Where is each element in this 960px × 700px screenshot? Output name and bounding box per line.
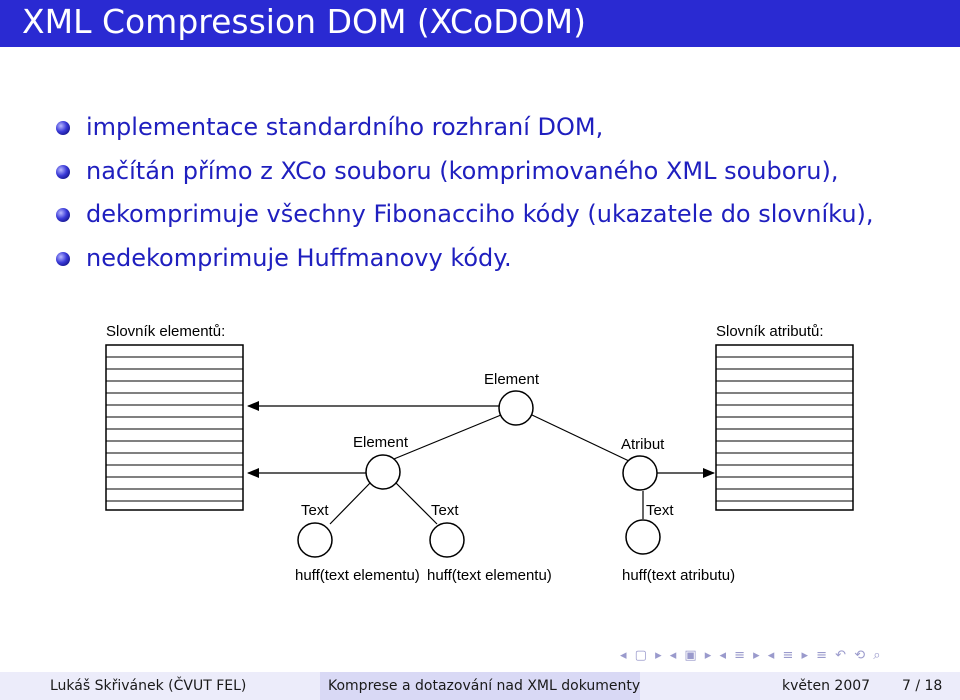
element-dictionary-table bbox=[105, 344, 244, 511]
bullet-item: dekomprimuje všechny Fibonacciho kódy (u… bbox=[56, 199, 874, 243]
footer-page-number: 7 / 18 bbox=[902, 678, 943, 694]
bullet-icon bbox=[56, 121, 70, 135]
text-node-label: Text bbox=[431, 502, 459, 519]
attribute-dictionary-table bbox=[715, 344, 854, 511]
text-node-label: Text bbox=[301, 502, 329, 519]
child-element-label: Element bbox=[353, 434, 409, 451]
bullet-item: načítán přímo z XCo souboru (komprimovan… bbox=[56, 156, 874, 200]
huff-element-text: huff(text elementu) bbox=[427, 567, 552, 584]
huff-element-text: huff(text elementu) bbox=[295, 567, 420, 584]
attribute-node-label: Atribut bbox=[621, 436, 665, 453]
bullet-text: implementace standardního rozhraní DOM, bbox=[86, 113, 604, 141]
footer-author: Lukáš Skřivánek (ČVUT FEL) bbox=[50, 678, 247, 694]
bullet-icon bbox=[56, 208, 70, 222]
footer-date: květen 2007 bbox=[782, 678, 871, 694]
root-element-node bbox=[498, 390, 534, 426]
element-dictionary-label: Slovník elementů: bbox=[106, 323, 225, 340]
text-node-label: Text bbox=[646, 502, 674, 519]
tree-edges bbox=[329, 414, 644, 525]
bullet-text: načítán přímo z XCo souboru (komprimovan… bbox=[86, 156, 839, 185]
footer-author-section: Lukáš Skřivánek (ČVUT FEL) bbox=[0, 672, 320, 700]
beamer-navigation[interactable]: ◂ ▢ ▸ ◂ ▣ ▸ ◂ ≡ ▸ ◂ ≡ ▸ ≡ ↶ ⟲ ⌕ bbox=[620, 648, 883, 663]
slide-title: XML Compression DOM (XCoDOM) bbox=[22, 2, 586, 41]
text-node bbox=[429, 522, 465, 558]
text-node bbox=[625, 519, 661, 555]
footer-date-section: květen 2007 7 / 18 bbox=[640, 672, 960, 700]
huff-attribute-text: huff(text atributu) bbox=[622, 567, 735, 584]
footer: Lukáš Skřivánek (ČVUT FEL) Komprese a do… bbox=[0, 672, 960, 700]
footer-talk-title: Komprese a dotazování nad XML dokumenty bbox=[328, 678, 641, 694]
bullet-icon bbox=[56, 164, 70, 179]
bullet-item: implementace standardního rozhraní DOM, bbox=[56, 112, 874, 156]
title-bar: XML Compression DOM (XCoDOM) bbox=[0, 0, 960, 47]
dom-tree-diagram: Slovník elementů: Slovník atributů: Elem… bbox=[105, 323, 854, 584]
bullet-text: nedekomprimuje Huffmanovy kódy. bbox=[86, 243, 512, 272]
attribute-dictionary-label: Slovník atributů: bbox=[716, 323, 824, 340]
attribute-node bbox=[622, 455, 658, 491]
root-element-label: Element bbox=[484, 371, 540, 388]
bullet-list: implementace standardního rozhraní DOM, … bbox=[56, 112, 874, 286]
element-node bbox=[365, 454, 401, 490]
bullet-icon bbox=[56, 251, 70, 266]
bullet-text: dekomprimuje všechny Fibonacciho kódy (u… bbox=[86, 200, 874, 228]
footer-title-section: Komprese a dotazování nad XML dokumenty bbox=[320, 672, 640, 700]
text-node bbox=[297, 522, 333, 558]
bullet-item: nedekomprimuje Huffmanovy kódy. bbox=[56, 243, 874, 287]
